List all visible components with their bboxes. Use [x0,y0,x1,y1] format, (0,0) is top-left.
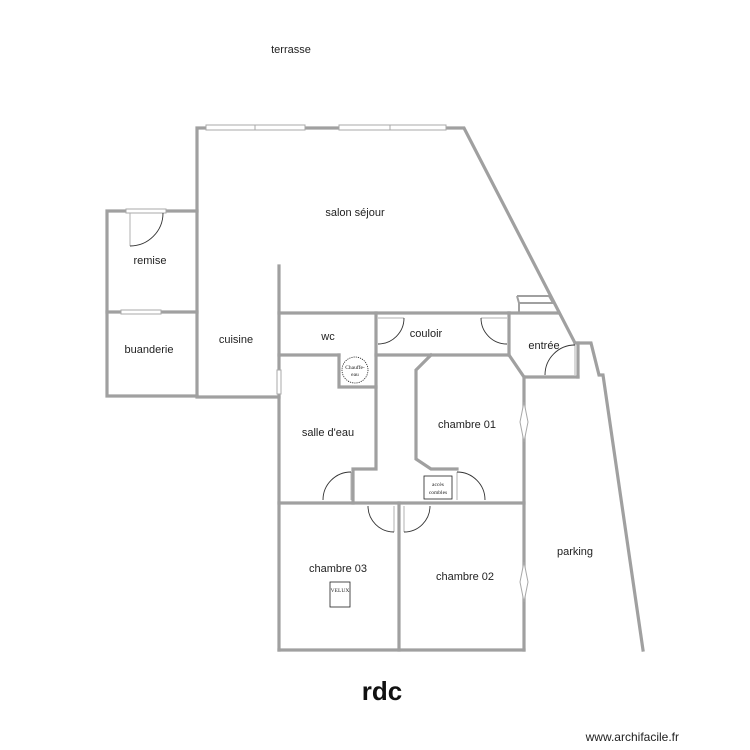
room-label-buanderie: buanderie [125,344,174,356]
velux-label: VELUX [331,588,350,594]
room-label-salle-eau: salle d'eau [302,427,354,439]
step-1 [517,295,554,304]
window-salon-2 [254,124,306,131]
door-remise [129,212,164,247]
door-couloir [480,317,508,345]
walls [105,126,645,652]
wall-entree-right [573,341,645,652]
acces-combles-label-2: combles [429,490,447,496]
room-label-terrasse: terrasse [271,44,311,56]
door-salle-eau [322,471,352,501]
doors [129,212,576,533]
room-label-entree: entrée [528,340,559,352]
window-salon-3 [338,124,392,131]
room-label-parking: parking [557,546,593,558]
room-label-remise: remise [133,255,166,267]
wall-entree-left [506,352,580,379]
door-chambre01 [456,471,486,501]
wall-salon-outer [195,126,578,397]
chauffe-eau: Chauffe- eau [341,356,369,384]
wall-salle-eau-right [351,385,378,505]
windows [120,124,529,603]
door-chambre03 [367,505,395,533]
wall-wc-right [337,311,378,389]
room-label-chambre03: chambre 03 [309,563,367,575]
plan-title: rdc [362,676,402,706]
door-entree [544,344,576,376]
velux: VELUX [329,581,351,608]
wall-chambre01-left [414,352,459,471]
window-chambre02 [519,561,529,603]
wall-remise-buanderie [105,209,199,398]
room-labels: terrasse salon séjour remise buanderie c… [125,44,594,583]
chauffe-eau-label-1: Chauffe- [345,364,365,371]
door-chambre02 [403,505,431,533]
door-wc [377,317,405,345]
acces-combles: accès combles [423,475,453,500]
room-label-cuisine: cuisine [219,334,253,346]
window-salon-1 [205,124,257,131]
window-chambre01 [519,401,529,443]
step-3 [516,295,520,313]
window-remise [125,208,167,214]
room-label-chambre02: chambre 02 [436,571,494,583]
acces-combles-label-1: accès [432,482,444,488]
credit-link[interactable]: www.archifacile.fr [585,730,679,744]
window-cuisine [276,369,282,395]
room-label-couloir: couloir [410,328,443,340]
window-salon-4 [389,124,447,131]
chauffe-eau-label-2: eau [351,372,359,378]
window-buanderie [120,309,162,315]
room-label-salon: salon séjour [325,207,385,219]
room-label-wc: wc [320,331,335,343]
room-label-chambre01: chambre 01 [438,419,496,431]
